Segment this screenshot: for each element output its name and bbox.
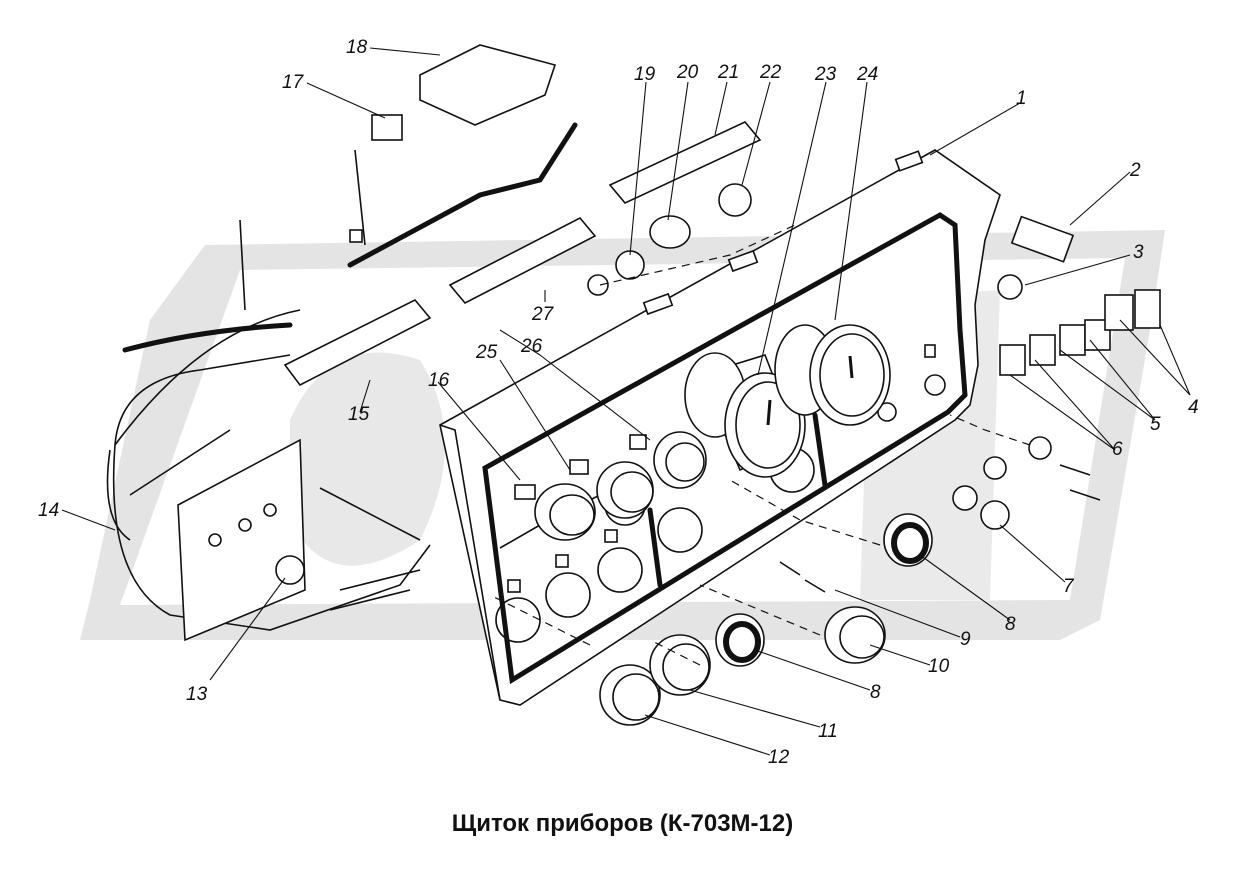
callout-16: 16: [428, 370, 450, 391]
callout-21: 21: [717, 62, 739, 83]
callout-19: 19: [634, 64, 656, 85]
callout-8a: 8: [1005, 614, 1016, 635]
callout-11: 11: [818, 721, 838, 742]
callout-6: 6: [1112, 439, 1123, 460]
loose-gauges: [599, 513, 933, 726]
callout-24: 24: [856, 64, 878, 85]
callout-5: 5: [1150, 414, 1161, 435]
callout-4: 4: [1188, 397, 1199, 418]
callout-25: 25: [475, 342, 498, 363]
callout-15: 15: [348, 404, 370, 425]
callout-26: 26: [520, 336, 543, 357]
callout-22: 22: [759, 62, 782, 83]
switches-and-lamps: [952, 215, 1161, 530]
callout-1: 1: [1016, 88, 1027, 109]
callout-2: 2: [1129, 160, 1141, 181]
callout-3: 3: [1133, 242, 1144, 263]
callout-27: 27: [531, 304, 555, 325]
relays-and-harness: [106, 44, 578, 642]
callout-18: 18: [346, 37, 368, 58]
figure-caption: Щиток приборов (К-703М-12): [451, 810, 794, 837]
callout-7: 7: [1063, 576, 1075, 597]
callout-23: 23: [814, 64, 837, 85]
callout-13: 13: [186, 684, 208, 705]
callout-17: 17: [282, 72, 305, 93]
callout-14: 14: [38, 500, 59, 521]
speedometer-gauge: [774, 324, 891, 426]
leader-lines: [61, 47, 1191, 756]
fuse-blocks: [283, 121, 762, 387]
small-gauges-on-panel: [514, 431, 707, 541]
tachometer-gauge: [684, 352, 806, 478]
callout-20: 20: [676, 62, 699, 83]
assembly-lines: [489, 224, 1031, 666]
callout-labels: 1 2 3 4 5 6 7 8 8 9 10 11 12 13 14 15 16…: [38, 37, 1199, 768]
callout-8b: 8: [870, 682, 881, 703]
callout-9: 9: [960, 629, 971, 650]
callout-10: 10: [928, 656, 950, 677]
callout-12: 12: [768, 747, 790, 768]
